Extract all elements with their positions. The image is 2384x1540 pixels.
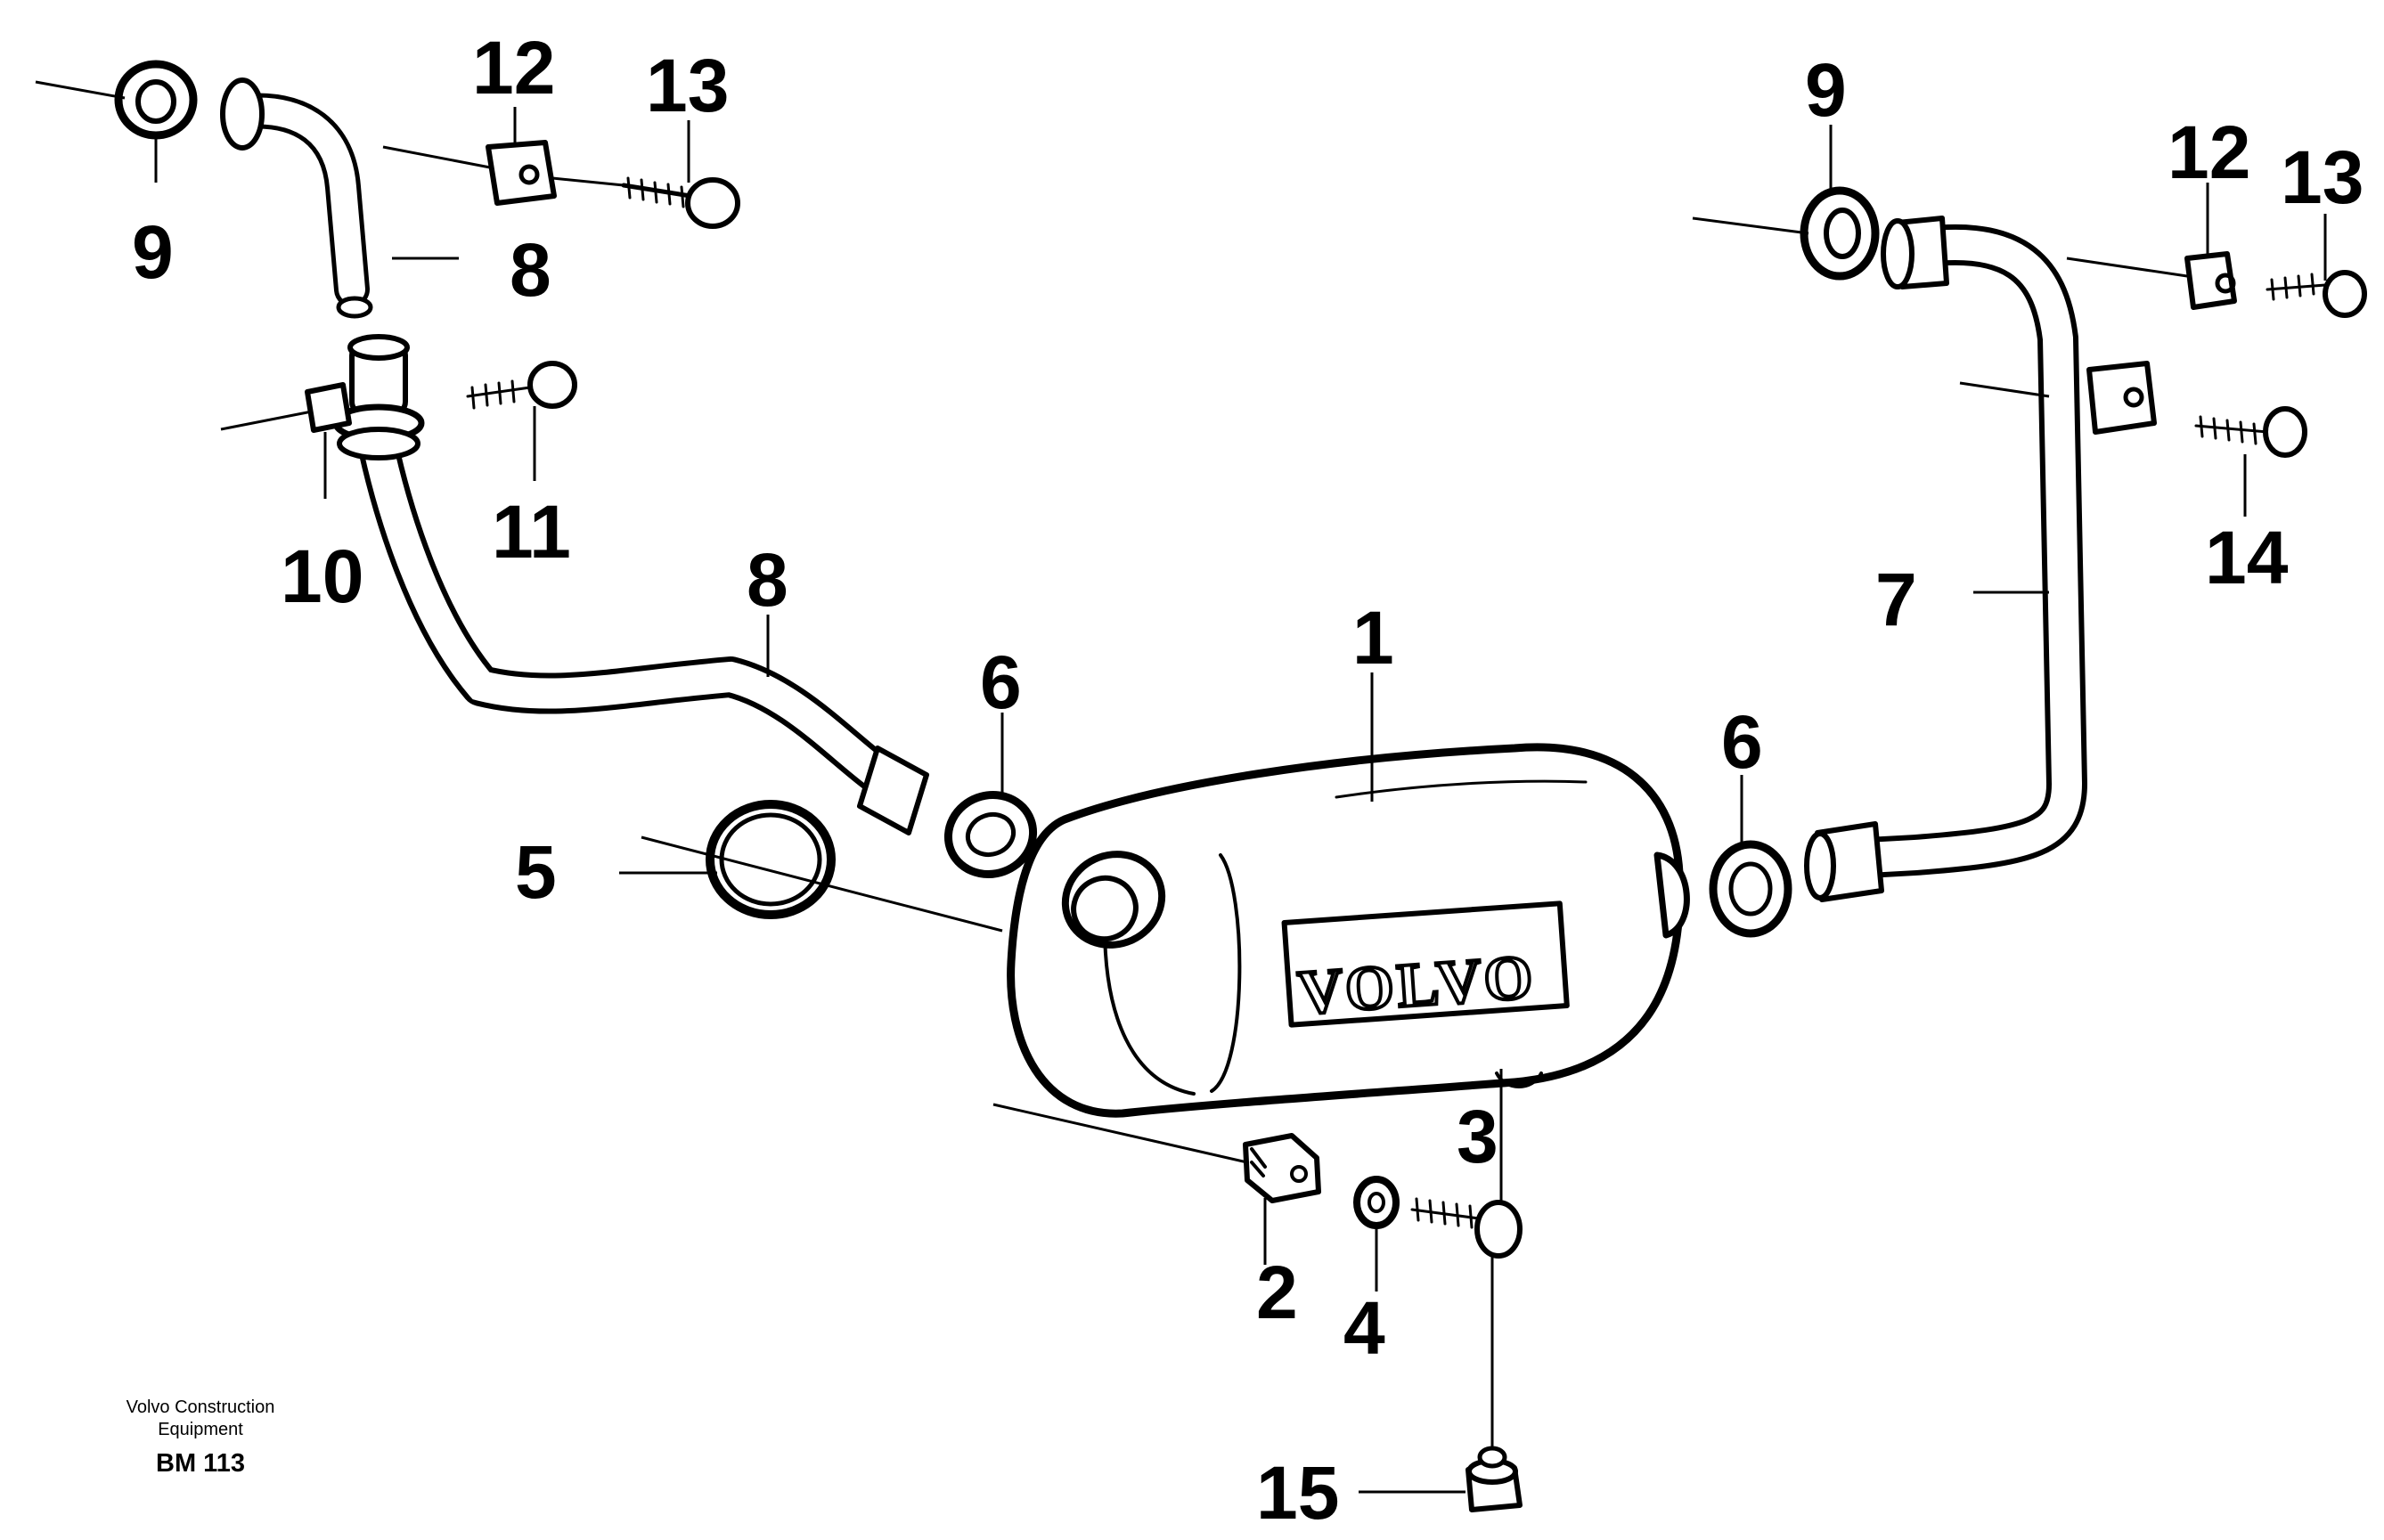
callout-6-right: 6 [1721, 700, 1763, 784]
callout-14: 14 [2205, 516, 2289, 599]
drain-plug-15 [1466, 1446, 1523, 1512]
callout-4: 4 [1343, 1286, 1385, 1370]
callout-9-right: 9 [1805, 48, 1847, 132]
o-ring-5 [706, 800, 836, 919]
bolt-right [2266, 270, 2367, 318]
callout-11: 11 [492, 490, 571, 574]
caption-line-2: Equipment [158, 1420, 243, 1439]
callout-labels: 9 12 13 8 10 11 8 6 5 1 6 9 12 13 7 14 3… [132, 26, 2364, 1535]
callout-8-lower: 8 [747, 538, 788, 622]
callout-13-right: 13 [2281, 135, 2364, 219]
caption-block: Volvo Construction Equipment BM 113 [127, 1397, 275, 1478]
seal-6-left [943, 791, 1038, 878]
seal-6-right [1709, 840, 1792, 938]
bolt-3 [1410, 1197, 1523, 1259]
bolt-14 [2194, 406, 2307, 458]
bolt-left [621, 176, 740, 229]
clip-right [2184, 251, 2237, 310]
leader-lines [35, 80, 2327, 1494]
callout-10: 10 [281, 534, 363, 618]
callout-12-right: 12 [2168, 110, 2250, 194]
callout-5: 5 [515, 830, 557, 914]
left-pipe-assembly [220, 77, 929, 835]
callout-9-left: 9 [132, 210, 174, 294]
seal-washer-right [1800, 186, 1880, 281]
seal-washer-left [114, 60, 198, 140]
caption-line-1: Volvo Construction [127, 1397, 275, 1417]
callout-1: 1 [1352, 596, 1394, 680]
callout-2: 2 [1256, 1251, 1298, 1334]
callout-6-left: 6 [980, 640, 1022, 724]
callout-12-left: 12 [472, 26, 555, 110]
washer-4 [1353, 1176, 1400, 1229]
clip-left [486, 140, 557, 206]
callout-15: 15 [1256, 1451, 1339, 1535]
bolt-11 [466, 361, 577, 410]
right-pipe-assembly [1804, 216, 2157, 902]
callout-3: 3 [1457, 1095, 1498, 1178]
bracket-2 [1243, 1133, 1321, 1203]
caption-code: BM 113 [156, 1449, 245, 1478]
callout-13-left: 13 [646, 44, 729, 127]
callout-7: 7 [1875, 558, 1917, 641]
muffler-body: VOLVO [1007, 743, 1690, 1118]
callout-8-upper: 8 [510, 228, 551, 312]
logo-plate [1281, 900, 1570, 1028]
